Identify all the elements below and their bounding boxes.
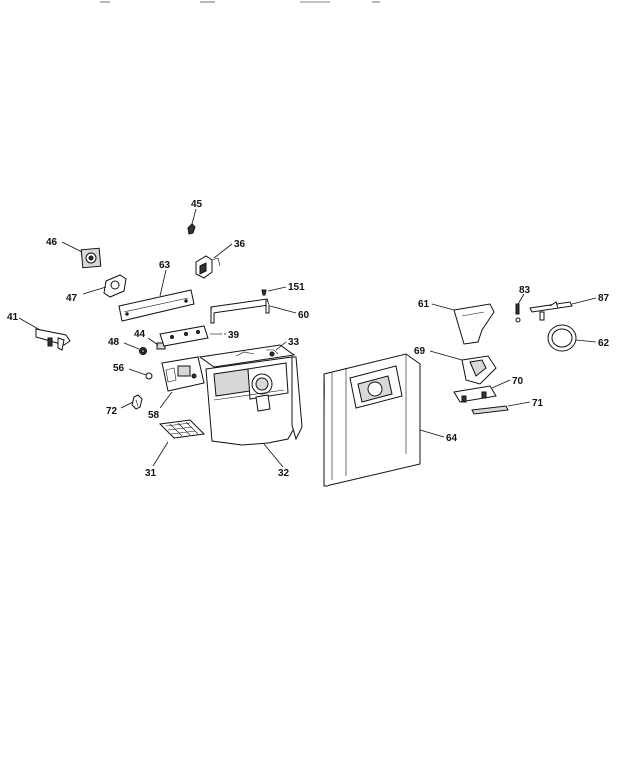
part-61-chute: 61 — [418, 299, 495, 345]
part-72-clip: 72 — [106, 394, 143, 417]
part-83-linkage: 83 — [515, 285, 531, 323]
callout-45: 45 — [191, 199, 203, 210]
callout-70: 70 — [512, 376, 524, 387]
callout-63: 63 — [159, 260, 171, 271]
part-39-control-board: 39 — [159, 325, 240, 347]
callout-36: 36 — [234, 239, 246, 250]
part-41-lever: 41 — [7, 312, 71, 351]
callout-33: 33 — [288, 337, 300, 348]
part-87-lever-arm: 87 — [529, 293, 610, 321]
callout-41: 41 — [7, 312, 19, 323]
part-60-channel-bar: 60 — [210, 298, 310, 324]
part-69-funnel-chute: 69 — [414, 346, 497, 385]
part-36-actuator: 36 — [195, 239, 246, 279]
callout-60: 60 — [298, 310, 310, 321]
part-48-gear: 48 — [108, 337, 147, 355]
part-71-strip: 71 — [471, 398, 544, 415]
callout-44: 44 — [134, 329, 146, 340]
callout-58: 58 — [148, 410, 160, 421]
callout-46: 46 — [46, 237, 58, 248]
callout-71: 71 — [532, 398, 544, 409]
part-56-fastener: 56 — [113, 363, 153, 380]
part-63-flat-panel: 63 — [118, 260, 195, 322]
callout-56: 56 — [113, 363, 125, 374]
callout-32: 32 — [278, 468, 290, 479]
callout-72: 72 — [106, 406, 118, 417]
part-46-knob-plate: 46 — [46, 237, 102, 269]
callout-47: 47 — [66, 293, 78, 304]
callout-64: 64 — [446, 433, 458, 444]
callout-83: 83 — [519, 285, 531, 296]
callout-39: 39 — [228, 330, 240, 341]
part-44-bracket: 44 — [134, 329, 166, 350]
callout-87: 87 — [598, 293, 610, 304]
callout-151: 151 — [288, 282, 305, 293]
callout-69: 69 — [414, 346, 426, 357]
part-62-ring-gasket: 62 — [547, 324, 610, 352]
part-31-grille-tray: 31 — [145, 419, 206, 479]
callout-61: 61 — [418, 299, 430, 310]
part-47-mount: 47 — [66, 274, 127, 304]
part-151-screw: 151 — [261, 282, 305, 296]
part-64-door-panel: 64 — [323, 353, 458, 487]
part-58-motor-assembly: 58 — [148, 356, 205, 421]
part-70-flap-assembly: 70 — [453, 376, 524, 403]
part-32-ice-bucket: 33 32 — [198, 337, 303, 479]
callout-31: 31 — [145, 468, 157, 479]
callout-62: 62 — [598, 338, 610, 349]
part-45-clip: 45 — [187, 199, 203, 235]
callout-48: 48 — [108, 337, 120, 348]
